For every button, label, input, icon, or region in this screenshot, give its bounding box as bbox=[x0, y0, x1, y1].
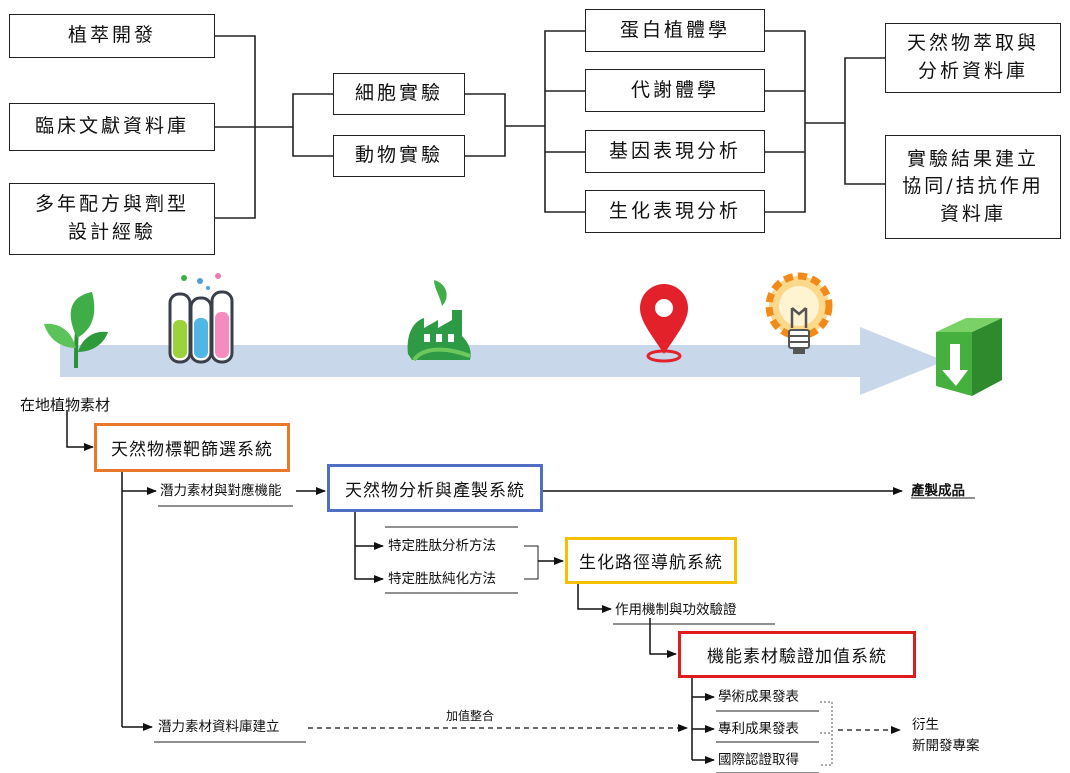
functional-material-validation-system: 機能素材驗證加值系統 bbox=[678, 631, 916, 678]
experiment-box-cell: 細胞實驗 bbox=[333, 73, 465, 115]
potential-database-label: 潛力素材資料庫建立 bbox=[158, 719, 280, 735]
location-pin-icon bbox=[640, 284, 688, 363]
output-box-natural-product-database: 天然物萃取與 分析資料庫 bbox=[885, 23, 1061, 93]
natural-target-screening-system: 天然物標靶篩選系統 bbox=[94, 423, 290, 472]
experiment-box-animal: 動物實驗 bbox=[333, 135, 465, 177]
lightbulb-gear-icon bbox=[765, 272, 833, 354]
test-tubes-icon bbox=[168, 273, 234, 364]
international-certification-label: 國際認證取得 bbox=[718, 752, 799, 768]
input-box-formulation-experience: 多年配方與劑型 設計經驗 bbox=[9, 183, 215, 255]
mechanism-verification-label: 作用機制與功效驗證 bbox=[615, 602, 737, 618]
academic-publication-label: 學術成果發表 bbox=[718, 689, 799, 705]
start-label: 在地植物素材 bbox=[20, 396, 111, 414]
input-box-herbal-development: 植萃開發 bbox=[9, 14, 215, 58]
analysis-box-proteomics: 蛋白植體學 bbox=[585, 9, 765, 52]
patent-publication-label: 專利成果發表 bbox=[718, 721, 799, 737]
biochemical-pathway-navigation-system: 生化路徑導航系統 bbox=[565, 537, 737, 584]
derivative-projects-label: 衍生 新開發專案 bbox=[912, 717, 980, 754]
banner-arrow bbox=[60, 327, 945, 395]
analysis-box-metabolomics: 代謝體學 bbox=[585, 69, 765, 112]
green-factory-icon bbox=[407, 280, 471, 362]
potential-materials-label: 潛力素材與對應機能 bbox=[160, 483, 282, 499]
value-integration-label: 加值整合 bbox=[446, 709, 495, 723]
analysis-box-biochemical-expression: 生化表現分析 bbox=[585, 190, 765, 233]
output-box-synergy-database: 實驗結果建立 協同/拮抗作用 資料庫 bbox=[885, 135, 1061, 239]
input-box-clinical-literature: 臨床文獻資料庫 bbox=[9, 103, 215, 151]
analysis-box-gene-expression: 基因表現分析 bbox=[585, 130, 765, 173]
finished-product-label: 產製成品 bbox=[911, 483, 965, 499]
green-box-icon bbox=[936, 318, 1002, 396]
plant-icon bbox=[44, 292, 108, 369]
peptide-purification-label: 特定胜肽純化方法 bbox=[388, 571, 496, 587]
natural-analysis-production-system: 天然物分析與產製系統 bbox=[327, 464, 543, 512]
peptide-analysis-label: 特定胜肽分析方法 bbox=[388, 538, 496, 554]
